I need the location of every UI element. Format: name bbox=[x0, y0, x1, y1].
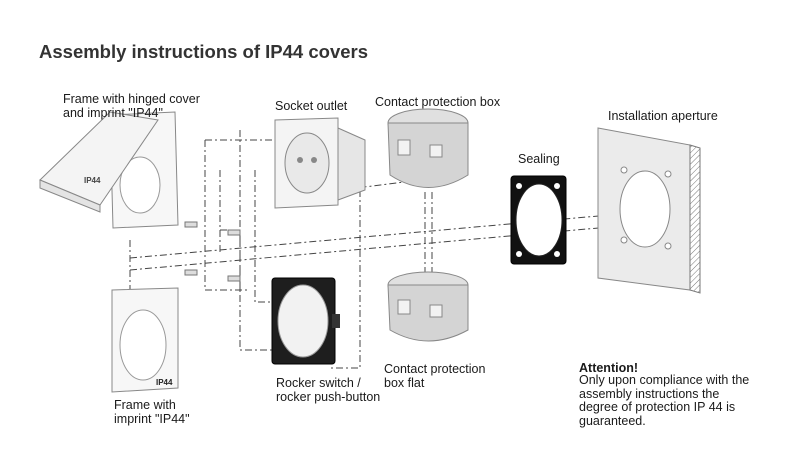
imprint-label-top: IP44 bbox=[84, 176, 101, 185]
label-frame-imprint: Frame with imprint "IP44" bbox=[114, 398, 190, 426]
imprint-label-bottom: IP44 bbox=[156, 378, 173, 387]
label-socket-outlet: Socket outlet bbox=[275, 99, 348, 113]
sealing bbox=[510, 175, 567, 265]
rocker-switch bbox=[271, 277, 340, 365]
installation-aperture bbox=[597, 127, 701, 294]
contact-protection-box bbox=[387, 108, 469, 188]
label-installation-aperture: Installation aperture bbox=[608, 109, 718, 123]
page-title: Assembly instructions of IP44 covers bbox=[39, 41, 369, 62]
screws bbox=[184, 221, 241, 282]
socket-outlet bbox=[274, 117, 366, 209]
label-rocker-switch: Rocker switch / rocker push-button bbox=[276, 376, 381, 404]
attention-heading: Attention! bbox=[579, 361, 639, 375]
frame-imprint: IP44 bbox=[111, 287, 179, 393]
contact-protection-box-flat bbox=[387, 271, 469, 342]
label-contact-box-flat: Contact protection box flat bbox=[384, 362, 486, 390]
label-sealing: Sealing bbox=[518, 152, 560, 166]
attention-text: Only upon compliance with the assembly i… bbox=[579, 373, 750, 428]
label-contact-box: Contact protection box bbox=[375, 95, 501, 109]
frame-hinged-cover: IP44 bbox=[39, 111, 179, 229]
label-frame-hinged: Frame with hinged cover and imprint "IP4… bbox=[63, 92, 200, 120]
